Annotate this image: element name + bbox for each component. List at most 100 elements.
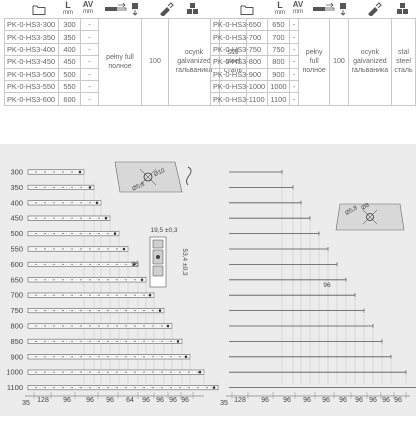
rail-hole — [44, 248, 46, 250]
length-value: 800 — [267, 55, 290, 69]
rail-hole — [89, 263, 91, 266]
product-code: PK-0-HS3-700 — [209, 30, 269, 44]
length-value: 300 — [58, 17, 81, 32]
rail-hole — [62, 294, 64, 296]
rail-hole — [62, 186, 64, 189]
finish-spec: ocynk galvanized гальваника — [347, 18, 393, 106]
length-label: 600 — [10, 260, 23, 269]
rail-hole — [98, 232, 100, 235]
rail-hole — [80, 263, 82, 266]
rail-hole — [35, 171, 37, 173]
bottom-dimension-label: 35 — [22, 400, 30, 407]
rail-hole — [62, 263, 64, 266]
rail-hole — [89, 248, 91, 250]
rail-hole — [44, 371, 46, 373]
left-table-header: L mm AV mm — [0, 0, 204, 18]
length-value: 900 — [267, 67, 290, 81]
rail-hole — [107, 232, 109, 235]
bottom-dimension-label: 96 — [283, 397, 291, 404]
rail-hole — [152, 325, 154, 327]
rail-hole — [80, 202, 82, 204]
rail-hole — [44, 232, 46, 235]
rail-hole — [62, 171, 64, 173]
rail-hole — [98, 309, 100, 312]
rail-hole — [134, 340, 136, 343]
av-value: - — [80, 67, 99, 81]
product-code: PK-0-HS3-650 — [209, 17, 269, 32]
rail-hole — [80, 386, 82, 389]
av-value: - — [80, 92, 99, 106]
rail-hole — [89, 371, 91, 373]
bottom-dimension-label: 96 — [322, 397, 330, 404]
product-code: PK-0-HS3-400 — [4, 42, 59, 57]
product-code: PK-0-HS3-350 — [4, 30, 59, 44]
av-unit: mm — [83, 9, 93, 15]
rail-hole — [62, 202, 64, 204]
right-table-header: L mm AV mm — [208, 0, 416, 18]
rail-hole — [53, 263, 55, 266]
bottom-dimension-label: 128 — [234, 397, 246, 404]
rail-hole — [80, 371, 82, 373]
rail-end-hole — [158, 309, 162, 312]
rail-hole — [98, 217, 100, 219]
rail-hole — [116, 386, 118, 389]
rail-hole — [116, 325, 118, 327]
rail-hole — [62, 217, 64, 219]
rail-hole — [98, 371, 100, 373]
load-weight-icon — [132, 3, 138, 16]
hole-diameter-label-2: Ø8 — [361, 202, 372, 212]
rail-hole — [80, 217, 82, 219]
rail-end-hole — [95, 201, 99, 205]
rail-hole — [125, 371, 127, 373]
spacing-dimension-label: 96 — [131, 261, 139, 268]
rail-end-hole — [113, 232, 117, 235]
rail-end-hole — [176, 340, 180, 343]
length-label: 1100 — [7, 383, 23, 392]
length-unit: mm — [275, 10, 285, 16]
rail-end-hole — [78, 170, 82, 174]
product-code: PK-0-HS3-600 — [4, 92, 59, 106]
bottom-dimension-label: 96 — [142, 397, 150, 404]
rail-end-hole — [140, 278, 144, 282]
length-value: 400 — [58, 42, 81, 57]
length-label: 700 — [10, 291, 23, 300]
rail-end-hole — [148, 293, 152, 297]
rail-hole — [107, 263, 109, 266]
rail-hole — [80, 279, 82, 281]
rail-hole — [143, 294, 145, 296]
rail-hole — [170, 371, 172, 373]
rail-hole — [35, 217, 37, 219]
rail-hole — [152, 309, 154, 312]
bottom-dimension-label: 96 — [355, 397, 363, 404]
av-value: - — [288, 30, 300, 44]
rail-hole — [143, 356, 145, 358]
rail-hole — [80, 294, 82, 296]
rail-hole — [188, 386, 190, 389]
rail-end-hole — [122, 247, 126, 251]
length-label: 1000 — [6, 368, 23, 377]
bottom-dimension-label: 96 — [369, 397, 377, 404]
rail-hole — [143, 309, 145, 312]
rail-hole — [44, 340, 46, 343]
bottom-dimension-label: 96 — [181, 397, 189, 404]
length-value: 750 — [267, 42, 290, 57]
rail-hole — [125, 325, 127, 327]
rail-end-hole — [184, 355, 188, 359]
rail-hole — [35, 279, 37, 281]
rail-hole — [98, 325, 100, 327]
bottom-dimension-label: 96 — [382, 397, 390, 404]
rail-hole — [62, 232, 64, 235]
length-header: L mm — [59, 0, 77, 16]
length-label: 850 — [10, 337, 23, 346]
rail-hole — [71, 279, 73, 281]
rail-hole — [125, 356, 127, 358]
rail-hole — [71, 340, 73, 343]
rail-hole — [44, 202, 46, 204]
product-code: PK-0-HS3-300 — [4, 17, 59, 32]
length-label: 500 — [10, 229, 23, 238]
rail-hole — [152, 386, 154, 389]
bottom-dimension-label: 96 — [63, 397, 71, 404]
rail-hole — [206, 386, 208, 389]
